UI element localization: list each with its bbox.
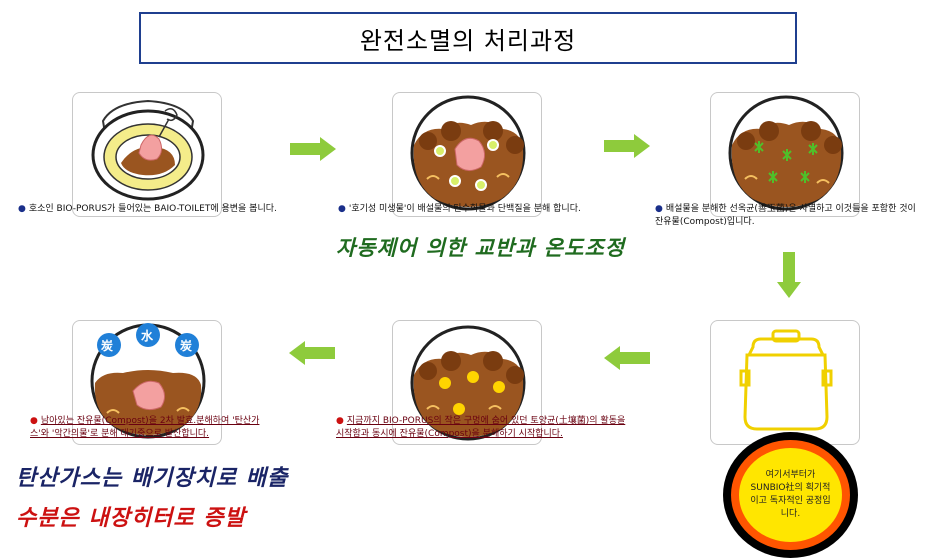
badge-ring: 여기서부터가 SUNBIO社의 획기적이고 독자적인 공정입니다.: [731, 440, 850, 550]
step6-caption: ●남아있는 잔유물(Compost)을 2차 발효.분해하여 '탄산가스'와 '…: [30, 416, 260, 439]
bullet-icon: ●: [655, 204, 663, 214]
page-title-text: 완전소멸의 처리과정: [359, 26, 577, 55]
co2-exhaust-text: 탄산가스는 배기장치로 배출: [16, 466, 289, 491]
arrow-left-icon-1: [604, 346, 650, 370]
step6-card: 炭 水 炭: [72, 320, 222, 445]
bullet-icon: ●: [18, 204, 26, 214]
badge-text: 여기서부터가 SUNBIO社의 획기적이고 독자적인 공정입니다.: [750, 470, 831, 519]
gas-icon-label-1: 炭: [101, 339, 114, 353]
gas-icon-label-2: 炭: [180, 339, 193, 353]
bullet-icon: ●: [336, 416, 344, 426]
sunbio-badge: 여기서부터가 SUNBIO社의 획기적이고 독자적인 공정입니다.: [723, 432, 858, 558]
bullet-icon: ●: [30, 416, 38, 426]
water-evaporation-text: 수분은 내장히터로 증발: [16, 506, 246, 531]
soil-bacteria-illustration: [410, 325, 526, 441]
gas-water-illustration: [90, 323, 206, 439]
badge-core: 여기서부터가 SUNBIO社의 획기적이고 독자적인 공정입니다.: [739, 448, 842, 542]
water-icon-label: 水: [141, 329, 154, 343]
step5-card: [392, 320, 542, 445]
step4-card: [710, 320, 860, 445]
toilet-illustration: [91, 99, 205, 201]
bullet-icon: ●: [338, 204, 346, 214]
auto-control-text: 자동제어 의한 교반과 온도조정: [336, 236, 626, 260]
arrow-right-icon-1: [290, 137, 336, 161]
step1-card: [72, 92, 222, 217]
arrow-left-icon-2: [289, 341, 335, 365]
step3-caption: ●배설물을 분해한 선옥균(善玉菌)은 사멸하고 이것들을 포함한 것이 잔유물…: [655, 204, 916, 227]
step3-card: [710, 92, 860, 217]
page-title: 완전소멸의 처리과정: [139, 12, 797, 64]
arrow-right-icon-2: [604, 134, 650, 158]
good-bacteria-illustration: [728, 95, 844, 211]
container-illustration: [739, 329, 833, 431]
step1-caption: ●호소인 BIO-PORUS가 들어있는 BAIO-TOILET에 용변을 봅니…: [18, 204, 277, 214]
step5-caption: ●지금까지 BIO-PORUS의 작은 구멍에 숨어 있던 토양균(土壤菌)의 …: [336, 416, 626, 439]
aerobic-microbe-illustration: [410, 95, 526, 211]
arrow-down-icon: [777, 252, 801, 298]
step2-card: [392, 92, 542, 217]
step2-caption: ●'호기성 미생물'이 배설물의 탄수화물과 단백질을 분해 합니다.: [338, 204, 581, 214]
